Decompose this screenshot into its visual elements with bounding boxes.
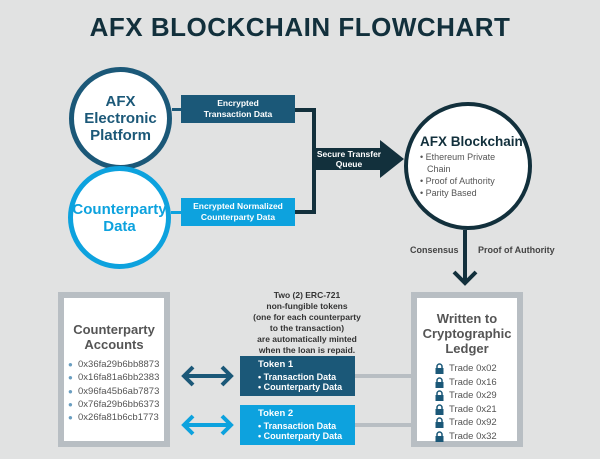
account-address: 0x36fa29b6bb8873 <box>78 359 160 371</box>
counterparty-accounts-panel: Counterparty Accounts ● 0x36fa29b6bb8873 … <box>58 292 170 447</box>
token2-double-arrow-icon <box>181 414 234 436</box>
coins-icon: ● <box>68 400 73 410</box>
account-item: ● 0x36fa29b6bb8873 <box>68 358 164 371</box>
account-address: 0x26fa81b6cb1773 <box>78 412 159 424</box>
note-line: Two (2) ERC-721 <box>273 290 341 300</box>
coins-icon: ● <box>68 360 73 370</box>
ledger-list: Trade 0x02 Trade 0x16 Trade 0x29 Trade 0… <box>417 362 517 443</box>
edge-label-line: Encrypted <box>217 98 259 108</box>
node-label-line: Counterparty <box>72 200 167 218</box>
secure-transfer-label-line: Secure Transfer <box>316 149 382 159</box>
node-label-line: Data <box>103 217 136 235</box>
token1-ledger-connector <box>355 374 411 378</box>
blockchain-bullet: • Proof of Authority <box>420 175 495 186</box>
page-title: AFX BLOCKCHAIN FLOWCHART <box>89 12 511 42</box>
ledger-item: Trade 0x02 <box>435 362 517 376</box>
lock-icon <box>435 363 444 375</box>
lock-icon <box>435 377 444 388</box>
coins-icon: ● <box>68 373 73 383</box>
token-title: Token 1 <box>258 359 294 370</box>
account-item: ● 0x96fa45b6ab7873 <box>68 385 164 398</box>
trade-label: Trade 0x29 <box>449 390 497 402</box>
lock-icon <box>435 417 444 429</box>
node-label-line: Platform <box>90 127 151 144</box>
token-item: • Counterparty Data <box>258 431 343 441</box>
trade-label: Trade 0x21 <box>449 403 497 415</box>
consensus-value: Proof of Authority <box>478 245 555 255</box>
token-2-box: Token 2 • Transaction Data • Counterpart… <box>240 405 355 445</box>
panel-heading-line: Accounts <box>84 337 144 352</box>
consensus-label: Consensus <box>410 245 459 255</box>
account-item: ● 0x16fa81a6bb2383 <box>68 371 164 384</box>
lock-icon <box>435 404 444 415</box>
trade-label: Trade 0x92 <box>449 417 497 429</box>
ledger-item: Trade 0x21 <box>435 403 517 417</box>
blockchain-heading: AFX Blockchain <box>420 133 523 149</box>
note-line: (one for each counterparty <box>253 312 361 322</box>
panel-heading-line: Cryptographic <box>422 326 512 341</box>
connector-ecd-right <box>295 210 316 214</box>
ledger-item: Trade 0x16 <box>435 376 517 390</box>
secure-transfer-label: Secure Transfer Queue <box>314 149 384 169</box>
blockchain-bullet: • Parity Based <box>420 187 477 198</box>
account-address: 0x96fa45b6ab7873 <box>78 385 160 397</box>
connector-cp-line <box>171 211 181 214</box>
afx-blockchain-node: AFX Blockchain • Ethereum Private Chain … <box>404 102 532 230</box>
trade-label: Trade 0x02 <box>449 363 497 375</box>
lock-icon <box>435 431 444 442</box>
afx-platform-node: AFX Electronic Platform <box>69 67 172 170</box>
connector-afx-line <box>172 108 182 111</box>
encrypted-counterparty-box: Encrypted Normalized Counterparty Data <box>181 198 295 226</box>
panel-heading-line: Ledger <box>445 341 489 356</box>
trade-label: Trade 0x16 <box>449 376 497 388</box>
note-line: to the transaction) <box>269 323 345 333</box>
coins-icon: ● <box>68 386 73 396</box>
account-address: 0x16fa81a6bb2383 <box>78 372 160 384</box>
node-label-line: Electronic <box>84 110 157 127</box>
panel-heading-line: Written to <box>436 311 498 326</box>
secure-transfer-label-line: Queue <box>335 159 363 169</box>
ledger-item: Trade 0x29 <box>435 389 517 403</box>
accounts-list: ● 0x36fa29b6bb8873 ● 0x16fa81a6bb2383 ● 0x9… <box>64 358 164 424</box>
account-item: ● 0x76fa29b6bb6373 <box>68 398 164 411</box>
note-line: are automatically minted <box>257 334 357 344</box>
account-item: ● 0x26fa81b6cb1773 <box>68 411 164 424</box>
ledger-item: Trade 0x92 <box>435 416 517 430</box>
token1-double-arrow-icon <box>181 365 234 387</box>
token-item: • Counterparty Data <box>258 382 343 392</box>
account-address: 0x76fa29b6bb6373 <box>78 399 160 411</box>
erc721-note: Two (2) ERC-721 non-fungible tokens (one… <box>237 290 377 356</box>
node-label-line: AFX <box>105 93 136 110</box>
panel-heading-line: Counterparty <box>73 322 155 337</box>
edge-label-line: Transaction Data <box>203 109 273 119</box>
blockchain-bullet: • Ethereum Private <box>420 151 496 162</box>
note-line: when the loan is repaid. <box>258 345 356 355</box>
encrypted-transaction-box: Encrypted Transaction Data <box>181 95 295 123</box>
ledger-item: Trade 0x32 <box>435 430 517 444</box>
token-1-box: Token 1 • Transaction Data • Counterpart… <box>240 356 355 396</box>
edge-label-line: Encrypted Normalized <box>193 201 283 211</box>
coins-icon: ● <box>68 413 73 423</box>
edge-label-line: Counterparty Data <box>200 212 276 222</box>
consensus-arrow <box>452 230 478 286</box>
connector-etd-right <box>295 108 316 112</box>
token-item: • Transaction Data <box>258 371 337 382</box>
counterparty-data-node: Counterparty Data <box>68 166 171 269</box>
trade-label: Trade 0x32 <box>449 430 497 442</box>
note-line: non-fungible tokens <box>266 301 348 311</box>
blockchain-bullet: Chain <box>427 163 451 174</box>
lock-icon <box>435 390 444 402</box>
token2-ledger-connector <box>355 423 411 427</box>
secure-transfer-arrow <box>312 140 404 178</box>
token-item: • Transaction Data <box>258 420 337 431</box>
cryptographic-ledger-panel: Written to Cryptographic Ledger Trade 0x… <box>411 292 523 447</box>
token-title: Token 2 <box>258 408 294 419</box>
